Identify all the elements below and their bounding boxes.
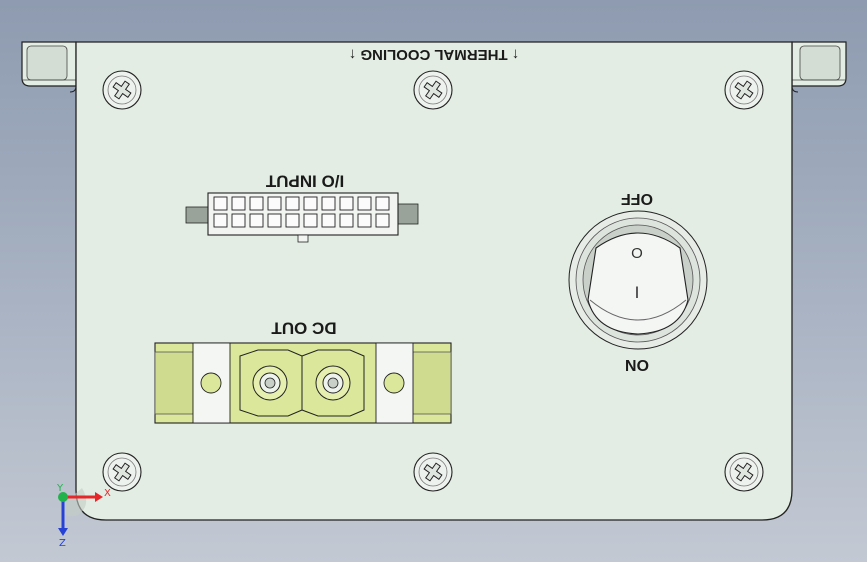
connector-pin [285,213,300,228]
screw-icon [724,70,764,110]
mount-tab-right [791,41,847,87]
mount-tab-left [21,41,77,87]
dc-out-label: DC OUT [271,319,337,338]
switch-off-label: OFF [621,190,653,207]
screw-icon [102,70,142,110]
connector-pin [321,196,336,211]
connector-pin [321,213,336,228]
connector-pin [267,196,282,211]
screw-icon [102,452,142,492]
axis-triad-icon: X Y Z [56,483,111,549]
connector-pin [231,196,246,211]
connector-pin [303,213,318,228]
switch-on-label: ON [625,356,649,373]
connector-pin [375,196,390,211]
connector-pin [339,196,354,211]
screw-icon [413,70,453,110]
connector-pin [285,196,300,211]
thermal-cooling-label: ↑ THERMAL COOLING ↑ [349,46,520,63]
connector-pin [339,213,354,228]
connector-pin [303,196,318,211]
io-input-label: I/O INPUT [265,172,344,191]
dc-out-terminal-block: DC OUT [154,319,452,424]
axis-z-label: Z [59,538,66,549]
connector-pin [357,196,372,211]
axis-y-label: Y [56,483,64,494]
connector-pin [375,213,390,228]
power-switch[interactable]: OFF O I ON [568,190,708,373]
axis-x-label: X [104,488,111,499]
io-input-connector: I/O INPUT [185,172,419,243]
screw-icon [413,452,453,492]
switch-mark-off: O [631,245,643,262]
connector-pin [231,213,246,228]
connector-pin [249,213,264,228]
connector-pin [213,196,228,211]
switch-mark-on: I [635,283,640,302]
screw-icon [724,452,764,492]
connector-pin [249,196,264,211]
connector-pin [357,213,372,228]
rocker-switch-icon [587,232,689,335]
connector-pin [267,213,282,228]
connector-pin [213,213,228,228]
